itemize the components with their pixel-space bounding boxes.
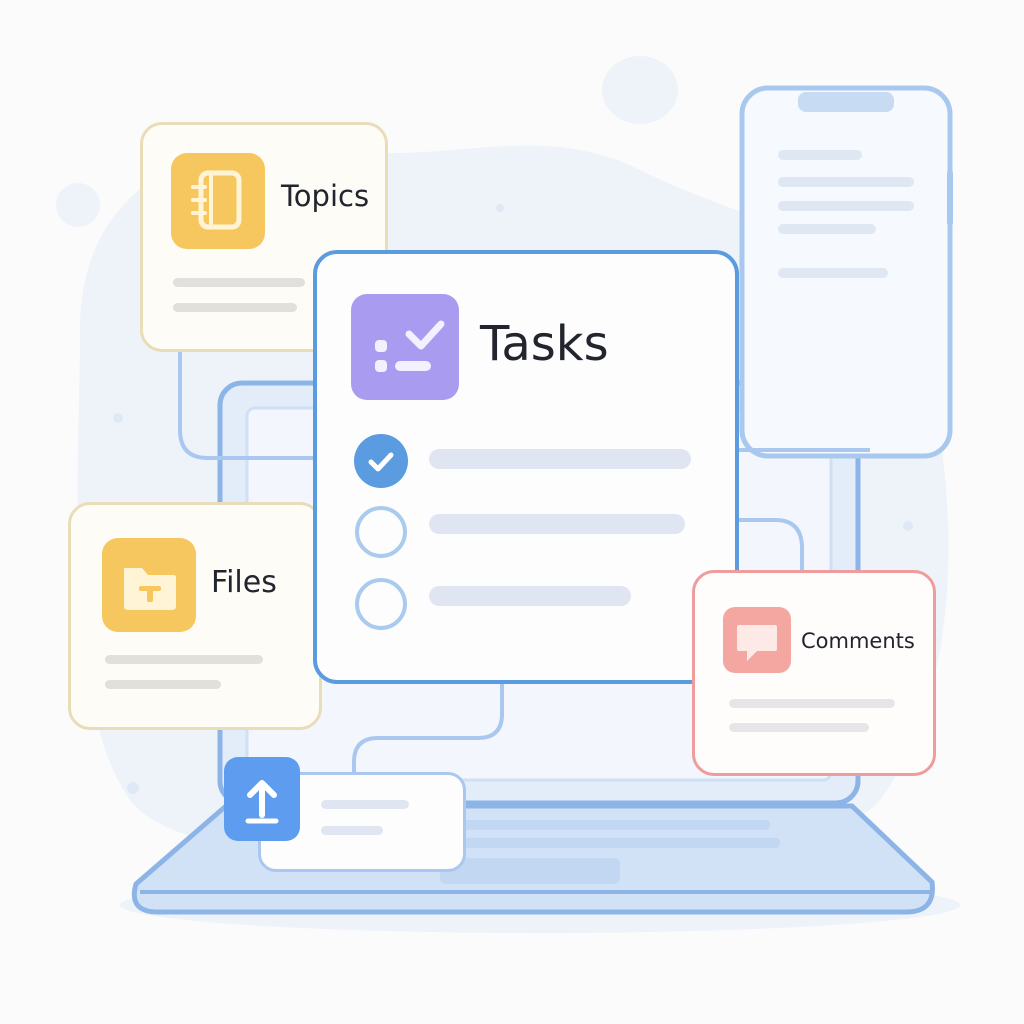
phone-line: [778, 177, 914, 187]
comments-title: Comments: [801, 629, 915, 653]
comments-skeleton-line: [729, 699, 895, 708]
comments-card[interactable]: Comments: [692, 570, 936, 776]
phone-line: [778, 201, 914, 211]
upload-skeleton-line: [321, 800, 409, 809]
phone-line: [778, 150, 862, 160]
laptop-keyboard-row: [440, 820, 770, 830]
task-row-placeholder: [429, 449, 691, 469]
phone-button: [947, 170, 953, 226]
task-row-placeholder: [429, 586, 631, 606]
files-card[interactable]: Files: [68, 502, 322, 730]
tasks-card[interactable]: Tasks: [313, 250, 739, 684]
check-icon: [368, 452, 394, 472]
phone-notch: [798, 92, 894, 112]
connector-line: [178, 350, 320, 460]
notebook-icon: [171, 153, 265, 249]
files-skeleton-line: [105, 680, 221, 689]
laptop-trackpad: [440, 858, 620, 884]
task-checkbox-unchecked[interactable]: [355, 578, 407, 630]
topics-skeleton-line: [173, 303, 297, 312]
files-title: Files: [211, 565, 277, 600]
folder-icon: [102, 538, 196, 632]
tasks-title: Tasks: [480, 316, 609, 372]
topics-skeleton-line: [173, 278, 305, 287]
upload-arrow-icon[interactable]: [224, 757, 300, 841]
decor-dot: [113, 413, 123, 423]
upload-skeleton-line: [321, 826, 383, 835]
task-checkbox-unchecked[interactable]: [355, 506, 407, 558]
task-row-placeholder: [429, 514, 685, 534]
comments-skeleton-line: [729, 723, 869, 732]
phone-line: [778, 224, 876, 234]
topics-title: Topics: [281, 179, 370, 213]
task-checkbox-checked[interactable]: [354, 434, 408, 488]
decor-dot: [127, 782, 139, 794]
background-soft-circle: [602, 56, 678, 124]
files-skeleton-line: [105, 655, 263, 664]
phone-line: [778, 268, 888, 278]
connector-line: [352, 684, 504, 780]
decor-dot: [903, 521, 913, 531]
decor-dot: [496, 204, 504, 212]
laptop-keyboard-row: [460, 838, 780, 848]
checklist-icon: [351, 294, 459, 400]
connector-line: [735, 518, 804, 578]
background-soft-circle-2: [56, 183, 100, 227]
speech-bubble-icon: [723, 607, 791, 673]
